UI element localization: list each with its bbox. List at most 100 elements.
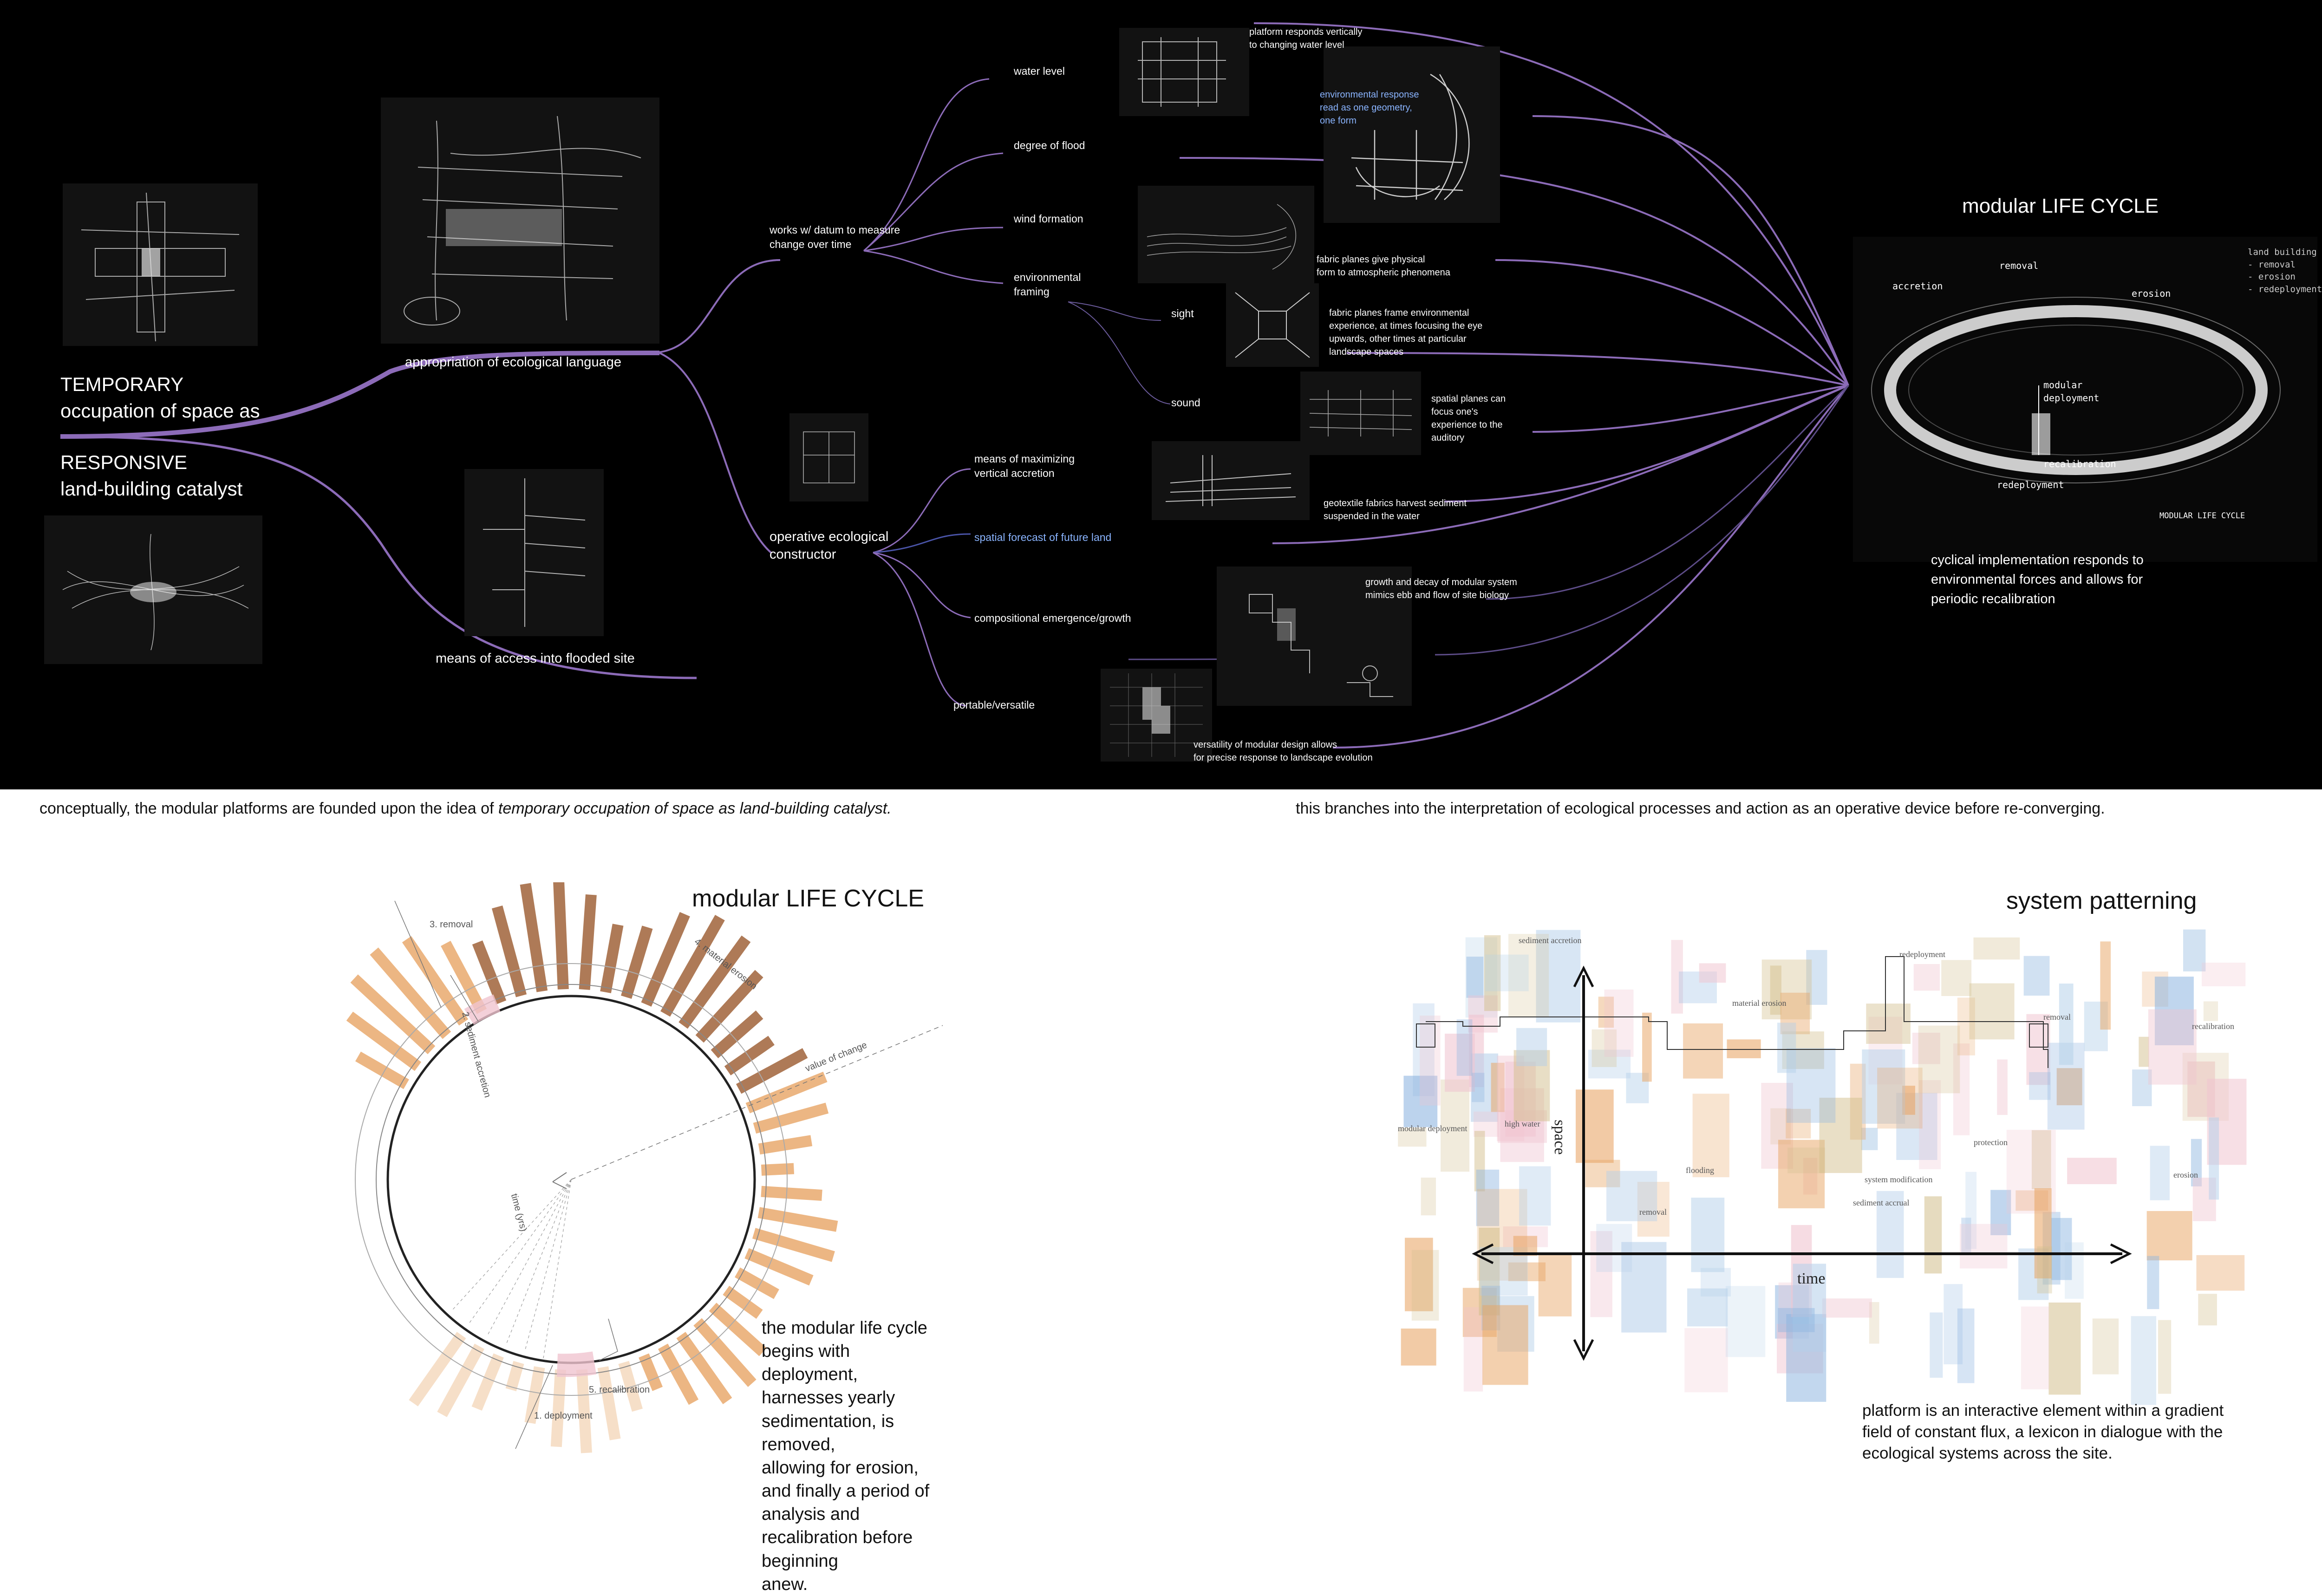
lifecycle-radial-bar — [618, 1361, 643, 1412]
patterning-wash-stroke — [1953, 1043, 1970, 1135]
patterning-wash-stroke — [1786, 1048, 1836, 1123]
patterning-wash-stroke — [2209, 1117, 2219, 1200]
patterning-wash-stroke — [1637, 1182, 1670, 1237]
lifecycle-radial-bar — [350, 974, 436, 1055]
patterning-wash-stroke — [1869, 1302, 1879, 1344]
patterning-wash-stroke — [1516, 1028, 1547, 1066]
note-auditory: spatial planes can focus one's experienc… — [1431, 394, 1506, 443]
caption-left-emphasis: temporary occupation of space as land-bu… — [498, 800, 892, 817]
patterning-wash-stroke — [2191, 1139, 2202, 1186]
patterning-wash-stroke — [2092, 1318, 2119, 1375]
patterning-wash-stroke — [1997, 1059, 2008, 1115]
patterning-wash-stroke — [1420, 1016, 1441, 1106]
cycle-redeployment-label: redeployment — [1997, 479, 2064, 490]
patterning-wash-stroke — [1591, 1029, 1617, 1067]
patterning-wash-stroke — [2201, 963, 2246, 986]
lifecycle-radial-bar — [660, 915, 725, 1017]
patterning-wash-stroke — [1806, 950, 1827, 1005]
lifecycle-radial-bar — [600, 924, 624, 993]
patterning-wash-stroke — [1961, 1218, 1971, 1255]
patterning-wash-stroke — [1508, 1262, 1546, 1282]
patterning-wash-stroke — [1725, 1286, 1766, 1357]
caption-left-text: conceptually, the modular platforms are … — [39, 800, 498, 817]
patterning-wash-stroke — [1780, 992, 1810, 1035]
lifecycle-radial-bar — [520, 883, 548, 992]
patterning-wash-stroke — [1398, 1127, 1427, 1147]
patterning-wash-stroke — [2139, 1036, 2149, 1067]
patterning-wash-stroke — [1761, 959, 1812, 1020]
sketch-portable-module — [1101, 669, 1212, 762]
patterning-wash-stroke — [1466, 957, 1484, 998]
patterning-wash-stroke — [1479, 1227, 1500, 1316]
branch-datum-label: works w/ datum to measure change over ti… — [770, 224, 900, 251]
sketch-sound-planes — [1300, 371, 1421, 455]
note-fabric-planes: fabric planes give physical form to atmo… — [1317, 254, 1450, 278]
patterning-wash-stroke — [1411, 1250, 1439, 1321]
lifecycle-radial-bar — [752, 1228, 835, 1262]
lifecycle-radial-bar — [745, 1071, 828, 1114]
lifecycle-description: the modular life cycle begins with deplo… — [762, 1318, 930, 1594]
patterning-wash-stroke — [1585, 1160, 1620, 1187]
patterning-wash-stroke — [1941, 960, 1972, 997]
patterning-wash-stroke — [1491, 1062, 1505, 1112]
patterning-wash-stroke — [2198, 1294, 2217, 1326]
patterning-wash-stroke — [1770, 965, 1781, 1015]
cycle-erosion-label: erosion — [2132, 288, 2171, 299]
patterning-wash-stroke — [1474, 1131, 1485, 1192]
patterning-wash-stroke — [1793, 1264, 1826, 1352]
patterning-wash-stroke — [1683, 1023, 1723, 1079]
note-growth-decay: growth and decay of modular system mimic… — [1365, 577, 1517, 600]
lifecycle-radial-bar — [761, 1163, 795, 1176]
cycle-modular-deployment-label: modular deployment — [2043, 379, 2100, 404]
pattern-label-high-water: high water — [1505, 1119, 1540, 1128]
lifecycle-title: modular LIFE CYCLE — [692, 885, 924, 912]
patterning-wash-stroke — [1513, 1050, 1550, 1121]
lifecycle-radial-bar — [753, 1102, 829, 1134]
lifecycle-radial-bar — [693, 1318, 757, 1387]
patterning-wash-stroke — [2131, 1316, 2157, 1405]
patterning-wash-stroke — [2146, 1211, 2192, 1261]
leaf-spatial-forecast: spatial forecast of future land — [974, 531, 1112, 543]
cycle-legend: land building - removal - erosion - rede… — [2248, 247, 2322, 294]
patterning-wash-stroke — [1588, 1049, 1631, 1079]
patterning-wash-stroke — [1482, 1305, 1528, 1385]
patterning-wash-stroke — [1876, 1191, 1904, 1278]
lifecycle-drawing — [346, 879, 952, 1453]
patterning-title: system patterning — [2006, 887, 2197, 914]
lifecycle-radial-bar — [761, 1186, 822, 1201]
patterning-wash-stroke — [1699, 963, 1726, 983]
branch-wires — [60, 22, 1849, 749]
leaf-vertical-accretion: means of maximizing vertical accretion — [974, 453, 1075, 480]
lifecycle-radial-bar — [472, 940, 507, 1005]
lifecycle-radial-bar — [621, 925, 653, 999]
patterning-wash-stroke — [1990, 1190, 2011, 1235]
sketch-vertical-accretion — [1152, 441, 1310, 520]
lifecycle-radial-bar — [711, 1010, 763, 1058]
cycle-accretion-label: accretion — [1892, 280, 1943, 292]
patterning-wash-stroke — [1965, 1172, 1977, 1249]
patterning-wash-stroke — [1413, 1003, 1435, 1096]
patterning-wash-stroke — [1536, 930, 1581, 1023]
lifecycle-radial-bar — [744, 1248, 814, 1286]
cycle-recalibration-label: recalibration — [2043, 458, 2116, 469]
patterning-wash-stroke — [1445, 1033, 1475, 1092]
patterning-wash-stroke — [1913, 964, 1940, 991]
patterning-wash-stroke — [2031, 1130, 2051, 1189]
patterning-wash-stroke — [1777, 1023, 1796, 1073]
patterning-wash-stroke — [1778, 1140, 1825, 1209]
lifecycle-radial-bar — [736, 1048, 808, 1094]
patterning-description: platform is an interactive element withi… — [1862, 1401, 2224, 1463]
lifecycle-radial-bar — [553, 879, 569, 990]
pattern-label-system-modification: system modification — [1865, 1175, 1933, 1184]
patterning-wash-stroke — [1484, 935, 1501, 1011]
patterning-wash-stroke — [2056, 1068, 2082, 1106]
patterning-wash-stroke — [2048, 1303, 2081, 1395]
patterning-wash-stroke — [1918, 1025, 1960, 1094]
lifecycle-radial-bar — [709, 1303, 767, 1356]
patterning-wash-stroke — [1405, 1238, 1433, 1311]
patterning-wash-stroke — [1924, 1196, 1942, 1274]
patterning-wash-stroke — [1727, 1039, 1761, 1058]
patterning-wash-stroke — [1519, 1166, 1551, 1226]
caption-left: conceptually, the modular platforms are … — [39, 800, 892, 818]
lifecycle-radial-bar — [695, 970, 763, 1043]
